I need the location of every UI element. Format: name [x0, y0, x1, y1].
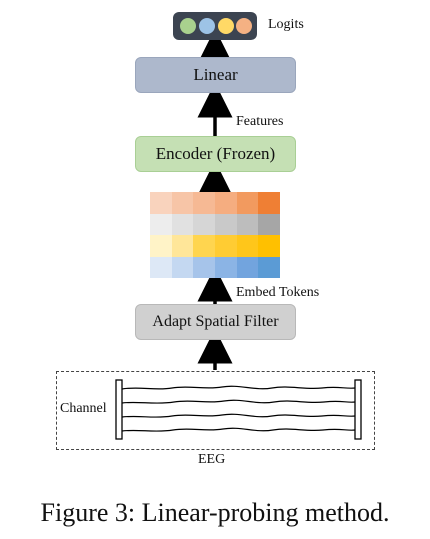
figure-caption: Figure 3: Linear-probing method.: [40, 498, 390, 527]
eeg-right-electrode: [354, 379, 362, 440]
token-cell: [193, 235, 215, 257]
token-cell: [193, 256, 215, 278]
token-cell: [236, 192, 259, 214]
token-cell: [214, 192, 237, 214]
token-cell: [214, 213, 237, 235]
token-cell: [214, 235, 237, 257]
linear-layer-box: Linear: [135, 57, 296, 93]
embed-token-grid: [150, 192, 280, 278]
eeg-trace-3: [121, 413, 356, 418]
logit-dot: [236, 18, 252, 34]
token-cell: [150, 235, 172, 257]
token-cell: [193, 192, 215, 214]
token-cell: [258, 192, 280, 214]
token-cell: [171, 192, 194, 214]
token-cell: [150, 192, 172, 214]
eeg-input-frame: [56, 371, 375, 450]
logit-dot: [199, 18, 215, 34]
adapt-spatial-filter-box: Adapt Spatial Filter: [135, 304, 296, 340]
eeg-trace-2: [121, 399, 356, 404]
token-cell: [193, 213, 215, 235]
logits-label: Logits: [268, 17, 304, 32]
token-cell: [171, 235, 194, 257]
eeg-left-electrode: [115, 379, 123, 440]
token-cell: [236, 213, 259, 235]
token-cell: [236, 256, 259, 278]
token-cell: [150, 213, 172, 235]
token-cell: [171, 256, 194, 278]
logit-dot: [218, 18, 234, 34]
eeg-trace-1: [121, 385, 356, 390]
embed-tokens-label: Embed Tokens: [236, 285, 320, 300]
token-cell: [214, 256, 237, 278]
logit-dot: [180, 18, 196, 34]
token-cell: [236, 235, 259, 257]
eeg-trace-4: [121, 427, 356, 432]
eeg-label: EEG: [198, 452, 226, 467]
encoder-frozen-box: Encoder (Frozen): [135, 136, 296, 172]
token-cell: [258, 256, 280, 278]
token-cell: [171, 213, 194, 235]
channel-label: Channel: [60, 401, 107, 416]
logits-output: [173, 12, 257, 40]
features-label: Features: [236, 114, 284, 129]
token-cell: [258, 213, 280, 235]
token-cell: [258, 235, 280, 257]
token-cell: [150, 256, 172, 278]
